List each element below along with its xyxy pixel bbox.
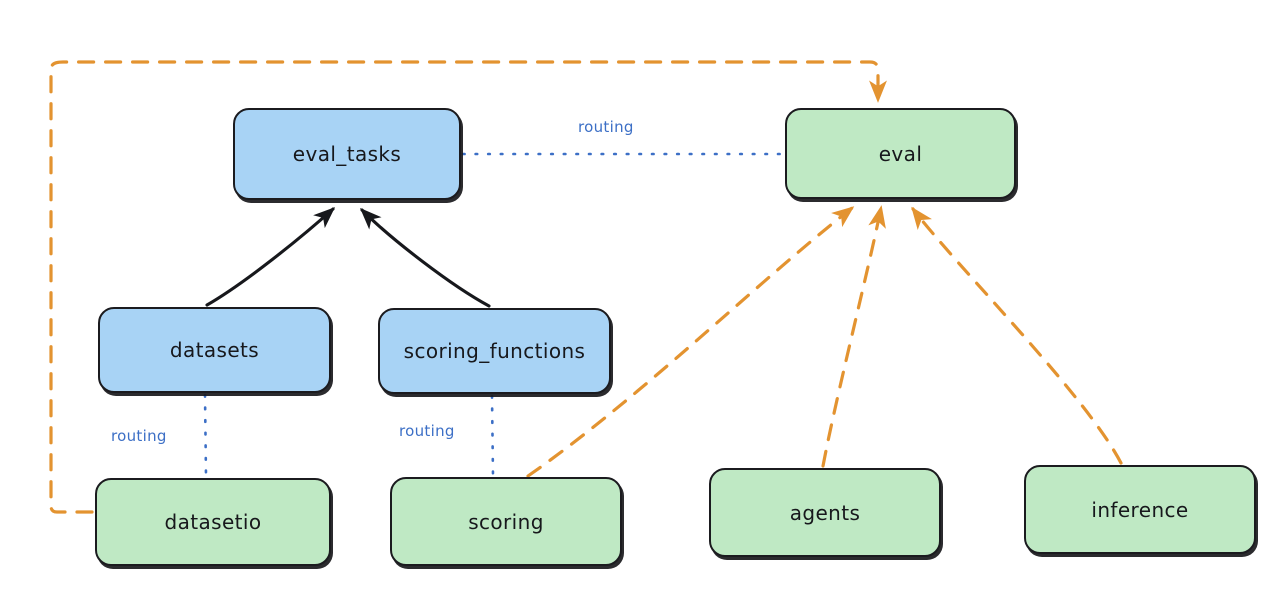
node-label-scoring-functions: scoring_functions xyxy=(403,339,586,363)
node-scoring[interactable]: scoring xyxy=(390,477,622,566)
node-label-agents: agents xyxy=(789,500,861,525)
node-datasetio[interactable]: datasetio xyxy=(95,478,331,566)
edge-inference-to-eval xyxy=(911,206,1123,465)
node-eval[interactable]: eval xyxy=(785,108,1016,199)
edge-label-routing-datasets: routing xyxy=(111,427,167,445)
edge-datasetio-to-eval xyxy=(49,60,887,514)
edge-scoring-to-eval xyxy=(526,206,855,478)
edge-datasets-to-datasetio xyxy=(203,393,208,478)
node-eval-tasks[interactable]: eval_tasks xyxy=(233,108,461,200)
node-label-scoring: scoring xyxy=(468,509,544,534)
edge-agents-to-eval xyxy=(821,205,886,468)
node-scoring-functions[interactable]: scoring_functions xyxy=(378,308,611,394)
node-datasets[interactable]: datasets xyxy=(98,307,331,393)
edge-datasets-to-eval-tasks xyxy=(205,207,336,307)
node-label-inference: inference xyxy=(1091,497,1189,522)
edge-label-routing-scoring-functions: routing xyxy=(399,422,455,440)
edge-scoring-functions-to-scoring xyxy=(490,394,495,478)
node-label-eval-tasks: eval_tasks xyxy=(292,142,402,166)
node-inference[interactable]: inference xyxy=(1024,465,1256,554)
node-label-datasetio: datasetio xyxy=(164,510,262,534)
node-agents[interactable]: agents xyxy=(709,468,941,557)
edge-label-routing-eval-tasks: routing xyxy=(578,118,634,136)
edge-scoring-functions-to-eval-tasks xyxy=(360,208,491,308)
node-label-eval: eval xyxy=(878,141,923,166)
node-label-datasets: datasets xyxy=(169,338,260,362)
